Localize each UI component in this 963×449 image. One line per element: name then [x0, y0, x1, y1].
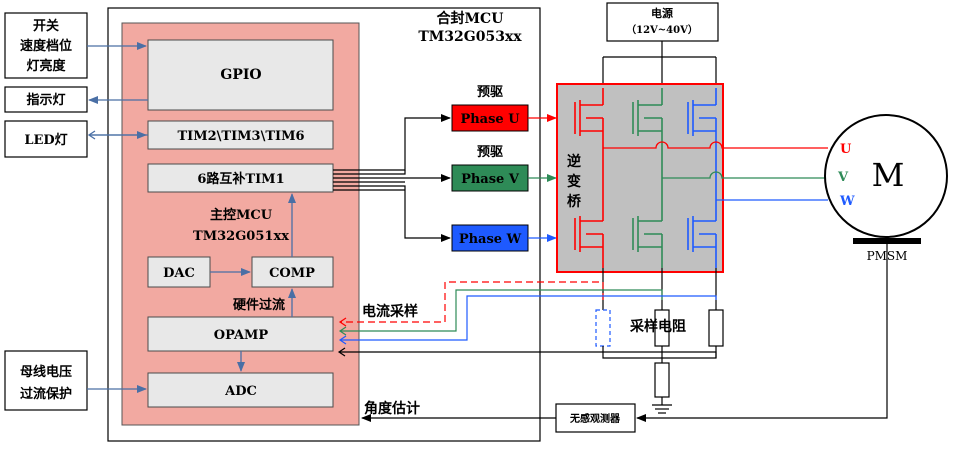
tim-box: [147, 120, 334, 150]
mosfet-w-high: [687, 88, 717, 200]
phase-u-box: [451, 104, 529, 132]
phase-v-label: Phase V: [461, 172, 520, 187]
indicator-box: 指示灯: [4, 86, 88, 113]
speed-level-label: 速度档位: [20, 38, 72, 54]
tim-label: TIM2\TIM3\TIM6: [177, 129, 304, 144]
indicator-label: 指示灯: [26, 92, 65, 108]
bus-voltage-label: 母线电压: [20, 364, 72, 380]
power-label: 电源: [651, 6, 673, 20]
pre-driver-label-u: 预驱: [477, 85, 503, 100]
dac-label: DAC: [163, 266, 195, 281]
phase-v-line: [662, 171, 828, 179]
led-label: LED灯: [24, 132, 67, 148]
led-box: LED灯: [4, 120, 88, 158]
light-brightness-label: 灯亮度: [26, 58, 66, 74]
main-mcu-title: 主控MCU: [210, 207, 273, 223]
dac-box: [147, 256, 211, 288]
current-sample-green: [340, 289, 663, 332]
inverter-label-1: 逆: [567, 153, 581, 170]
power-supply-box: 电源 （12V~40V）: [606, 2, 719, 42]
phase-v-box: [451, 164, 529, 192]
tim1-label: 6路互补TIM1: [197, 171, 284, 187]
adc-box: [147, 372, 334, 408]
current-sampling-label: 电流采样: [362, 303, 418, 320]
sampling-network: [337, 268, 724, 414]
current-sample-red: [340, 281, 604, 323]
mosfet-w-low: [687, 200, 717, 268]
power-range: （12V~40V）: [626, 23, 698, 36]
hardware-overcurrent-label: 硬件过流: [233, 297, 285, 313]
overcurrent-protection-label: 过流保护: [20, 386, 72, 402]
internal-arrows: [87, 42, 296, 393]
inverter-label-2: 变: [567, 173, 581, 190]
pre-driver-label-v: 预驱: [477, 145, 503, 160]
sealed-mcu-part: TM32G053xx: [418, 29, 522, 45]
opamp-label: OPAMP: [214, 328, 269, 343]
motor: M U V W PMSM: [824, 114, 948, 263]
mosfets: [574, 88, 717, 268]
main-mcu-part: TM32G051xx: [193, 229, 289, 244]
sensorless-observer-box: 无感观测器: [555, 403, 636, 433]
angle-estimate-label: 角度估计: [364, 400, 420, 417]
mosfet-u-low: [574, 148, 604, 268]
phase-u-label: Phase U: [460, 112, 520, 127]
comp-box: [251, 256, 334, 288]
resistor-w: [708, 309, 724, 347]
motor-v-label: V: [837, 170, 849, 185]
observer-label: 无感观测器: [569, 412, 621, 425]
tim1-outputs: [333, 114, 451, 242]
mosfet-v-low: [632, 178, 663, 268]
mosfet-v-high: [632, 88, 663, 178]
switch-speed-light-box: 开关 速度档位 灯亮度: [4, 12, 88, 79]
phase-u-line: [603, 141, 828, 149]
switch-label: 开关: [33, 18, 59, 34]
sampling-resistor-label: 采样电阻: [629, 318, 686, 335]
phase-w-label: Phase W: [459, 232, 522, 247]
motor-w-label: W: [839, 194, 855, 209]
gpio-label: GPIO: [220, 67, 261, 83]
mosfet-u-high: [574, 88, 604, 148]
opamp-box: [147, 316, 334, 352]
power-rail: [602, 41, 717, 84]
pre-drivers: 预驱 预驱 Phase U Phase V Phase W: [451, 85, 529, 252]
adc-label: ADC: [224, 384, 257, 399]
pre-driver-outputs: [528, 114, 557, 242]
bus-voltage-box: 母线电压 过流保护: [4, 350, 88, 411]
inverter-label-3: 桥: [567, 193, 582, 210]
resistor-shunt: [654, 362, 670, 398]
phase-lines: [603, 141, 828, 201]
motor-letter: M: [872, 156, 905, 194]
observer-lines: [361, 244, 888, 422]
resistor-u: [595, 309, 611, 347]
comp-label: COMP: [269, 266, 315, 281]
current-sample-blue: [340, 295, 717, 341]
motor-u-label: U: [840, 142, 852, 157]
sealed-mcu-title: 合封MCU: [437, 10, 504, 27]
gpio-box: [147, 39, 334, 111]
